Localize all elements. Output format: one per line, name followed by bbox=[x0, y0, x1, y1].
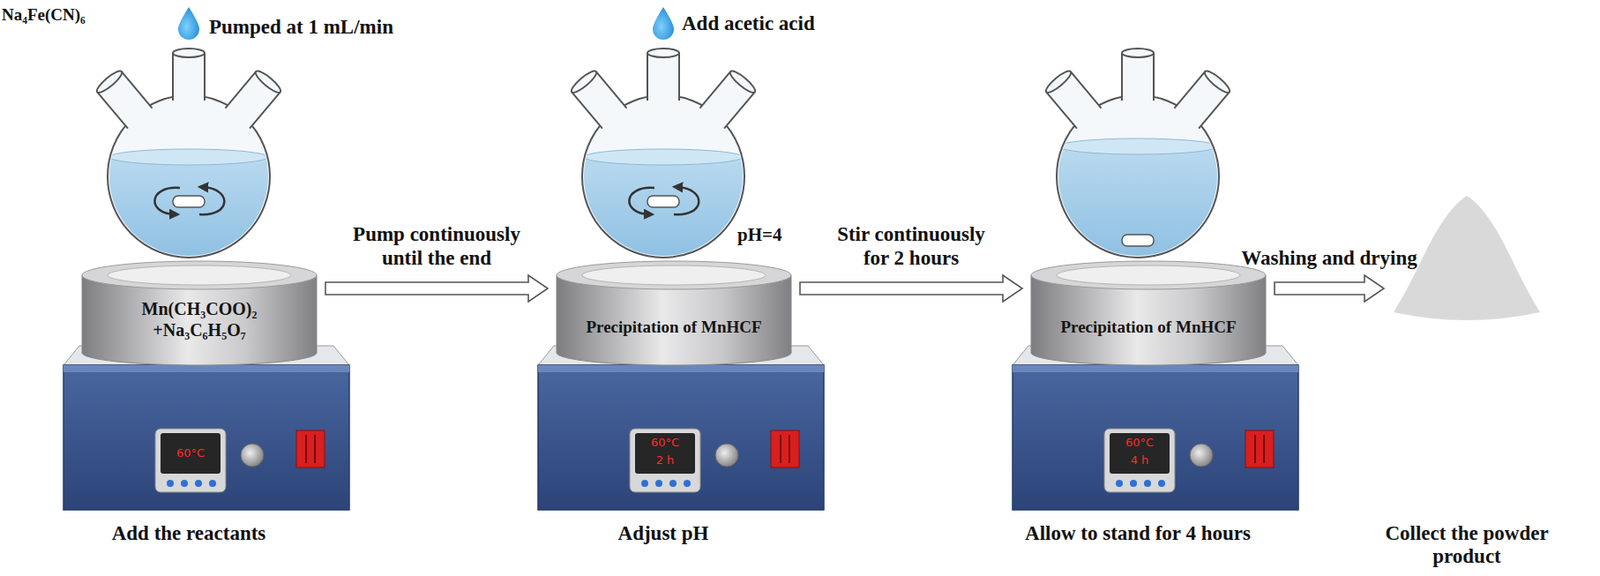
node-text: Precipitation of MnHCF bbox=[1031, 317, 1266, 338]
display-reading: 2 h bbox=[656, 453, 675, 467]
flask-stage-two bbox=[568, 7, 758, 263]
display-reading: 60°C bbox=[1125, 435, 1154, 449]
display-reading: 60°C bbox=[176, 446, 205, 460]
flask-stage-three bbox=[1054, 146, 1223, 263]
arrow-label: Pump continuously until the end bbox=[321, 222, 552, 271]
display-reading: 4 h bbox=[1130, 453, 1150, 467]
flask-stage-one bbox=[172, 195, 205, 208]
node-text: Collect the powder product bbox=[1352, 522, 1582, 569]
heater-stirrer bbox=[1012, 261, 1299, 510]
flask-stage-three bbox=[1054, 138, 1223, 263]
flask-stage-one bbox=[154, 186, 225, 215]
heater-mantle: Precipitation of MnHCF bbox=[1031, 264, 1266, 353]
flask-stage-one bbox=[94, 7, 284, 263]
flask-stage-one bbox=[105, 157, 274, 263]
heater-mantle: Mn(CH₃COO)₂ +Na₃C₆H₅O₇ bbox=[82, 264, 317, 353]
heater-stirrer bbox=[63, 261, 350, 510]
arrow-label: Washing and drying bbox=[1241, 246, 1417, 271]
node-text: Precipitation of MnHCF bbox=[556, 317, 792, 338]
flask-stage-one bbox=[178, 7, 200, 40]
flow-rate-note: Pumped at 1 mL/min bbox=[209, 15, 394, 39]
flask-stage-three bbox=[1043, 48, 1233, 263]
arrow-label: Stir continuously for 2 hours bbox=[796, 222, 1026, 271]
flask-stage-one bbox=[105, 149, 274, 263]
flask-stage-two bbox=[628, 186, 699, 215]
flask-stage-two bbox=[647, 195, 680, 208]
display-reading: 60°C bbox=[650, 435, 680, 449]
process-arrow bbox=[325, 275, 548, 302]
step-caption: Add the reactants bbox=[112, 522, 267, 546]
step-caption: Adjust pH bbox=[618, 522, 710, 546]
process-arrow bbox=[800, 275, 1023, 302]
reagent-label: Na₄Fe(CN)₆ bbox=[1, 5, 86, 25]
flask-stage-two bbox=[583, 149, 743, 165]
process-arrow bbox=[1274, 275, 1384, 302]
reagent-note: Add acetic acid bbox=[681, 12, 815, 36]
flask-stage-two bbox=[580, 157, 748, 263]
ph-label: pH=4 bbox=[737, 224, 782, 247]
flask-stage-one bbox=[109, 149, 269, 165]
flask-stage-two bbox=[652, 7, 674, 40]
heater-stirrer bbox=[63, 261, 1299, 510]
node-text: Mn(CH₃COO)₂ +Na₃C₆H₅O₇ bbox=[119, 298, 279, 341]
heater-stirrer bbox=[538, 261, 824, 510]
step-caption: Allow to stand for 4 hours bbox=[1024, 522, 1251, 546]
flask-stage-three bbox=[1058, 138, 1218, 155]
flask-stage-two bbox=[580, 149, 748, 263]
flask-stage-three bbox=[1121, 234, 1154, 247]
heater-mantle: Precipitation of MnHCF bbox=[556, 264, 792, 353]
